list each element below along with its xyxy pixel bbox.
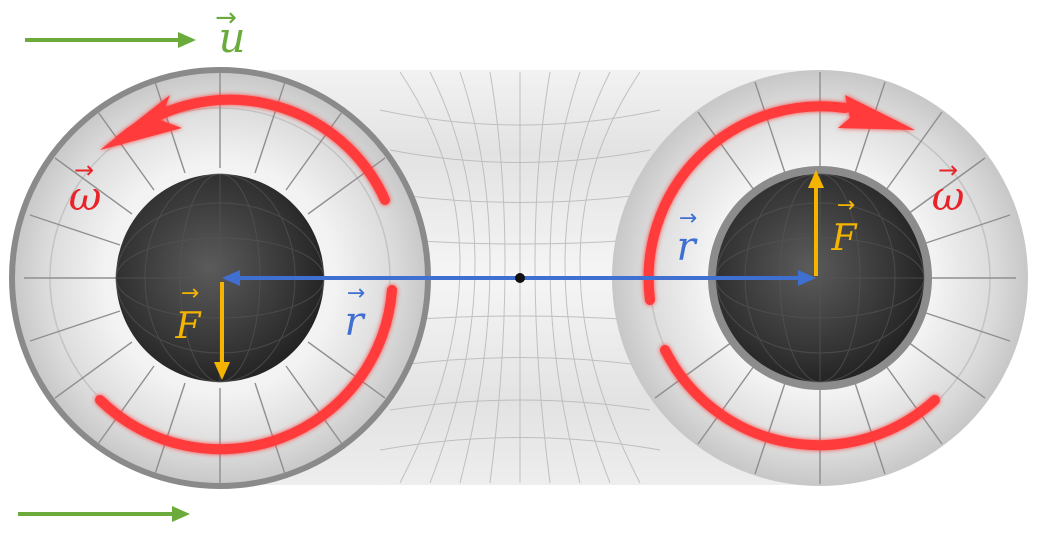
svg-text:→: → [215,3,237,33]
svg-text:→: → [347,281,365,306]
svg-text:→: → [679,206,697,231]
svg-text:u: u [218,13,245,62]
svg-text:r: r [676,224,698,270]
left-vortex-ring [9,67,431,489]
left-rotation-arrow [95,94,397,455]
svg-text:ω: ω [932,174,965,220]
right-vortex-ring [612,70,1028,486]
radius-vectors [222,270,816,286]
svg-text:ω: ω [69,174,102,220]
label-r-right: → r [676,206,698,270]
svg-text:r: r [344,299,366,345]
svg-text:F: F [175,306,203,347]
svg-text:→: → [938,156,958,184]
label-F-right: → F [831,193,859,259]
label-omega-right: → ω [932,156,965,220]
svg-text:→: → [181,281,199,306]
label-u: → u [215,3,245,62]
label-omega-left: → ω [69,156,102,220]
svg-text:F: F [831,218,859,259]
svg-text:→: → [74,156,94,184]
label-F-left: → F [175,281,203,347]
force-arrows [214,170,824,380]
right-rotation-arrow [643,95,940,451]
center-point [515,273,525,283]
label-r-left: → r [344,281,366,345]
flow-arrow-bottom [18,506,190,522]
flow-arrow-top [25,32,196,48]
svg-text:→: → [837,193,855,218]
